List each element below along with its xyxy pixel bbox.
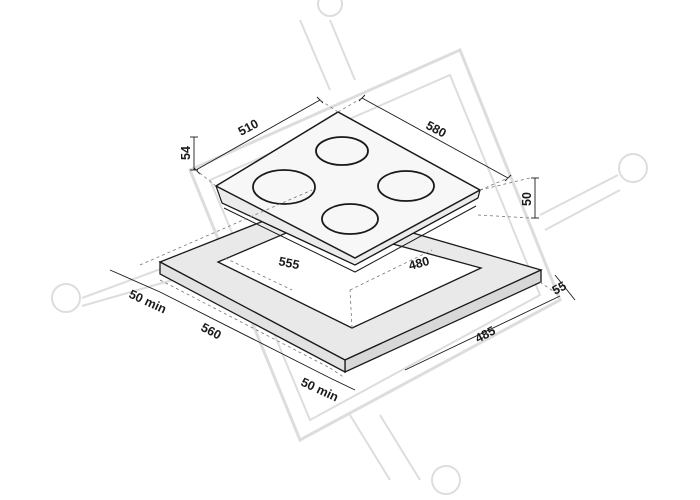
dim-hob-height: 54 xyxy=(179,146,193,160)
dashed-guides xyxy=(139,97,561,379)
watermark-logo xyxy=(51,0,648,495)
dim-cutout-width: 555 xyxy=(277,254,300,272)
dim-hob-width: 580 xyxy=(424,118,449,140)
dim-counter-width: 485 xyxy=(473,323,498,345)
dim-recess-depth: 50 xyxy=(520,192,534,206)
cooking-zone-left xyxy=(252,169,316,205)
cooking-zone-front xyxy=(321,203,379,235)
dimension-lines xyxy=(109,94,576,391)
dim-clearance-back: 50 min xyxy=(127,287,169,316)
cooking-zone-right xyxy=(377,170,435,202)
dim-worktop-front-edge: 55 xyxy=(550,279,569,298)
dim-clearance-side: 50 min xyxy=(299,375,341,404)
dim-cutout-depth: 480 xyxy=(407,254,431,273)
dim-worktop-depth: 560 xyxy=(199,320,224,342)
cooking-zone-back xyxy=(315,136,369,166)
